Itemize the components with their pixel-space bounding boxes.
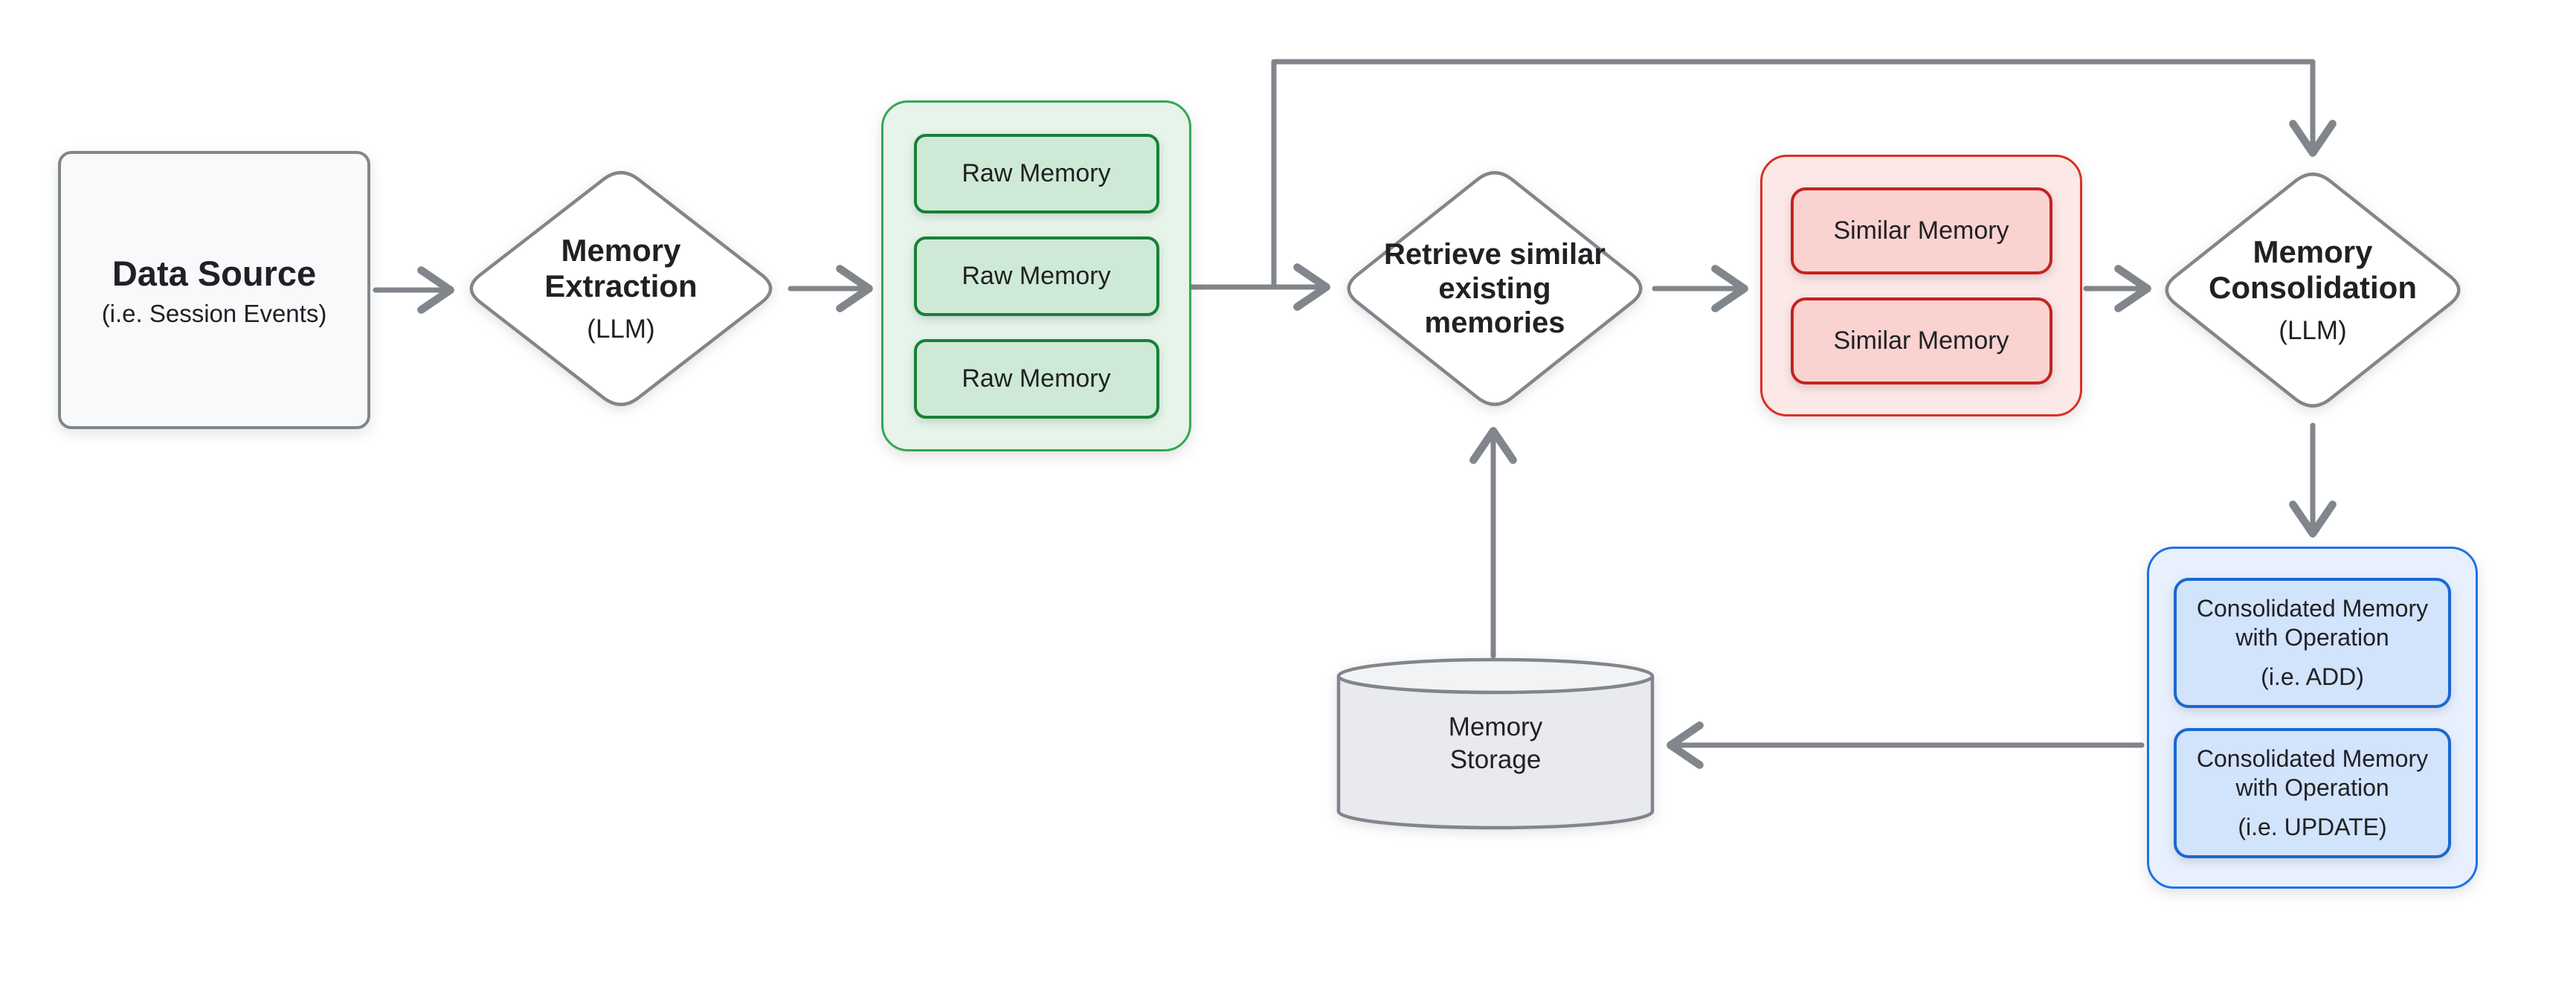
data-source-node: Data Source (i.e. Session Events) — [58, 151, 370, 429]
retrieve-diamond — [1347, 171, 1643, 406]
raw-memory-chip: Raw Memory — [913, 236, 1159, 316]
memory-consolidation-subtitle: (LLM) — [2279, 316, 2347, 346]
data-source-subtitle: (i.e. Session Events) — [101, 299, 327, 327]
memory-extraction-subtitle: (LLM) — [587, 315, 655, 344]
memory-extraction-label: Memory Extraction (LLM) — [487, 192, 755, 385]
data-source-title: Data Source — [112, 253, 317, 293]
similar-memory-chip: Similar Memory — [1790, 187, 2052, 274]
similar-memory-chip-label: Similar Memory — [1833, 326, 2009, 355]
memory-storage-cylinder-top — [1336, 657, 1655, 695]
similar-memory-chip-label: Similar Memory — [1833, 216, 2009, 245]
consolidated-memory-update-title: Consolidated Memory with Operation — [2196, 745, 2429, 801]
consolidated-memory-group: Consolidated Memory with Operation (i.e.… — [2147, 547, 2478, 889]
memory-storage-label: Memory Storage — [1421, 699, 1570, 788]
memory-storage-title: Memory Storage — [1448, 712, 1543, 774]
raw-memory-chip: Raw Memory — [913, 338, 1159, 419]
raw-memory-chip-label: Raw Memory — [962, 364, 1111, 393]
memory-extraction-diamond — [469, 170, 773, 407]
consolidated-memory-update-subtitle: (i.e. UPDATE) — [2238, 813, 2387, 840]
consolidated-memory-chip-add: Consolidated Memory with Operation (i.e.… — [2174, 577, 2451, 708]
memory-consolidation-label: Memory Consolidation (LLM) — [2186, 193, 2439, 387]
similar-memory-chip: Similar Memory — [1790, 297, 2052, 384]
consolidated-memory-add-title: Consolidated Memory with Operation — [2196, 595, 2429, 651]
arrow-rawmemory-to-consolidation-feedback — [1271, 59, 2337, 290]
raw-memory-chip-label: Raw Memory — [962, 261, 1111, 290]
similar-memory-group: Similar Memory Similar Memory — [1760, 155, 2082, 416]
raw-memory-chip: Raw Memory — [913, 133, 1159, 213]
raw-memory-chip-label: Raw Memory — [962, 158, 1111, 187]
raw-memory-group: Raw Memory Raw Memory Raw Memory — [881, 100, 1191, 451]
memory-consolidation-diamond — [2165, 173, 2461, 408]
retrieve-similar-label: Retrieve similar existing memories — [1368, 184, 1621, 393]
consolidated-memory-add-subtitle: (i.e. ADD) — [2261, 663, 2364, 690]
memory-consolidation-title: Memory Consolidation — [2209, 234, 2417, 305]
retrieve-similar-title: Retrieve similar existing memories — [1384, 238, 1606, 339]
consolidated-memory-chip-update: Consolidated Memory with Operation (i.e.… — [2174, 727, 2451, 858]
memory-extraction-title: Memory Extraction — [544, 232, 698, 303]
